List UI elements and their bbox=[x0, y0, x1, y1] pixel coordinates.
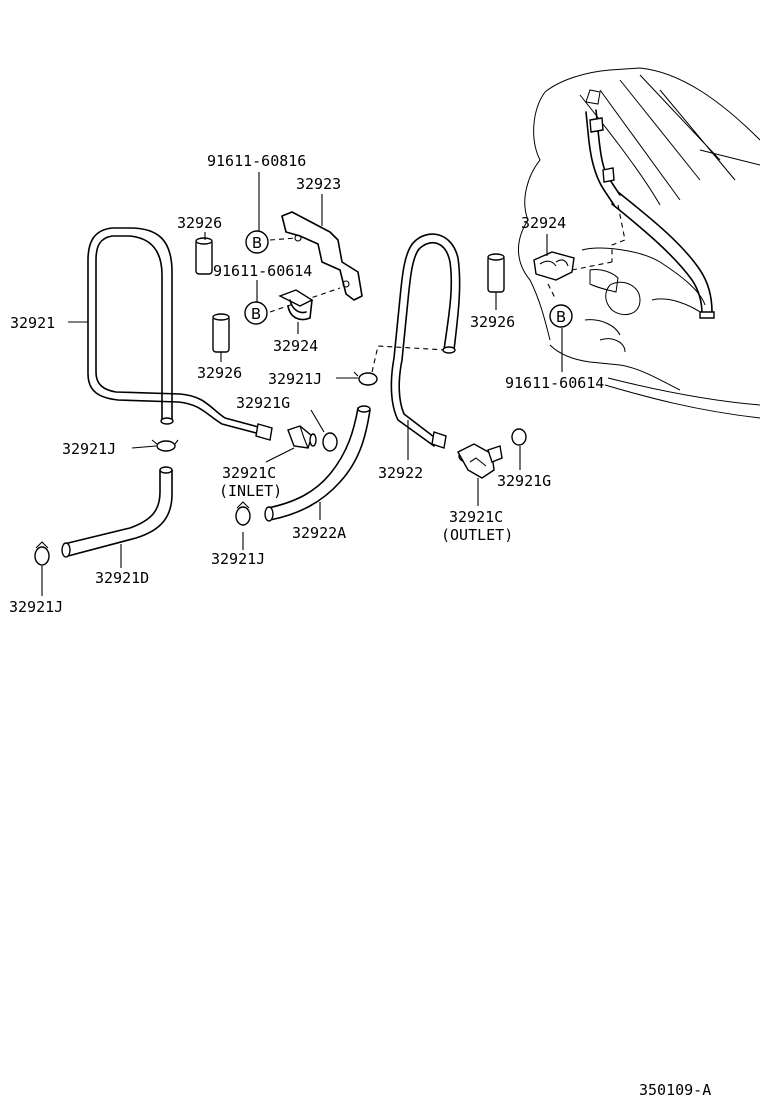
clip-32921j-bottom bbox=[235, 501, 251, 526]
label-clip-32921j-far: 32921J bbox=[9, 598, 63, 616]
label-sleeve-32926-right: 32926 bbox=[470, 313, 515, 331]
label-bracket-32923: 32923 bbox=[296, 175, 341, 193]
hose-32921 bbox=[87, 227, 273, 441]
clamp-32924-left bbox=[278, 289, 314, 321]
clip-32921j-mid bbox=[353, 371, 378, 386]
sleeve-32926-right bbox=[487, 253, 505, 293]
label-hose-32921d: 32921D bbox=[95, 569, 149, 587]
label-inlet-note: (INLET) bbox=[219, 482, 282, 500]
clip-32921j-left bbox=[151, 439, 179, 452]
b-mark-upper-text: B bbox=[252, 234, 262, 252]
b-mark-right: B bbox=[549, 304, 573, 328]
label-gasket-32921g-right: 32921G bbox=[497, 472, 551, 490]
hose-32921d bbox=[61, 466, 173, 558]
gasket-32921g-left bbox=[322, 432, 338, 452]
label-sleeve-32926-a: 32926 bbox=[177, 214, 222, 232]
label-gasket-32921g-left: 32921G bbox=[236, 394, 290, 412]
label-outlet-note: (OUTLET) bbox=[441, 526, 513, 544]
bracket-32923 bbox=[281, 211, 363, 301]
label-pipe-32922: 32922 bbox=[378, 464, 423, 482]
label-clip-32921j-mid: 32921J bbox=[268, 370, 322, 388]
b-mark-right-text: B bbox=[556, 308, 566, 326]
bracket-dash-1 bbox=[269, 237, 297, 241]
label-union-32921c-outlet: 32921C bbox=[449, 508, 503, 526]
union-32921c-inlet bbox=[287, 425, 317, 449]
union-32921c-outlet bbox=[457, 443, 503, 479]
label-union-32921c-inlet: 32921C bbox=[222, 464, 276, 482]
figure-code: 350109-A bbox=[639, 1081, 711, 1099]
label-clip-32921j-bottom: 32921J bbox=[211, 550, 265, 568]
b-mark-upper: B bbox=[245, 230, 269, 254]
sleeve-32926-b bbox=[212, 313, 230, 353]
clamp-32924-right bbox=[533, 251, 613, 301]
pipe-dash bbox=[371, 345, 447, 373]
label-bolt-60614-left: 91611-60614 bbox=[213, 262, 312, 280]
label-bolt-60816: 91611-60816 bbox=[207, 152, 306, 170]
leader-lines bbox=[41, 172, 563, 596]
label-clamp-32924-right: 32924 bbox=[521, 214, 566, 232]
gasket-32921g-right bbox=[511, 428, 527, 446]
b-mark-lower: B bbox=[244, 301, 268, 325]
clip-32921j-far bbox=[34, 541, 50, 566]
b-mark-lower-text: B bbox=[251, 305, 261, 323]
label-hose-32921: 32921 bbox=[10, 314, 55, 332]
hose-32922a bbox=[264, 405, 371, 522]
label-clamp-32924-left: 32924 bbox=[273, 337, 318, 355]
sleeve-32926-a bbox=[195, 237, 213, 275]
transmission-housing bbox=[518, 67, 760, 419]
label-sleeve-32926-b: 32926 bbox=[197, 364, 242, 382]
label-bolt-60614-right: 91611-60614 bbox=[505, 374, 604, 392]
pipe-32922 bbox=[390, 233, 461, 449]
label-clip-32921j-left: 32921J bbox=[62, 440, 116, 458]
label-hose-32922a: 32922A bbox=[292, 524, 346, 542]
